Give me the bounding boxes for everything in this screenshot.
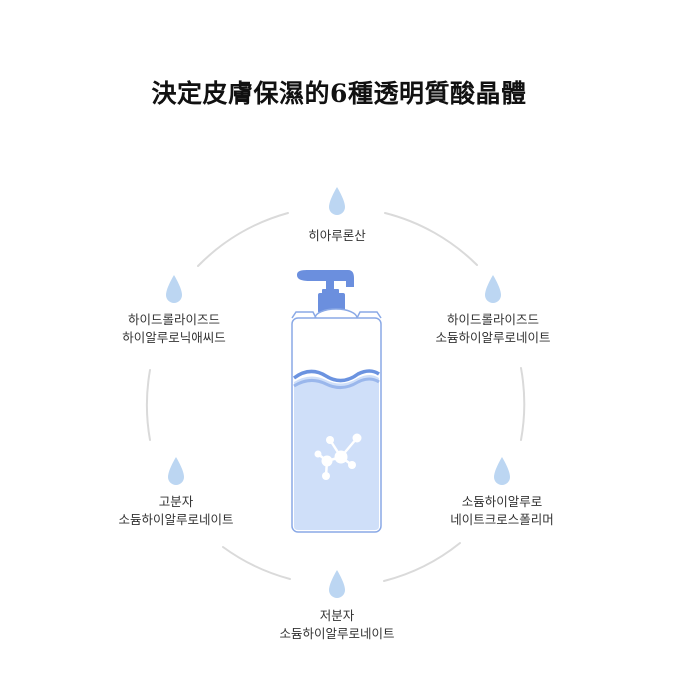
ingredient-label-sodium-hyaluronate-crosspolymer: 소듐하이알루로 네이트크로스폴리머 [450, 494, 554, 527]
water-drops [166, 187, 510, 598]
water-drop-icon [166, 275, 182, 303]
ingredient-label-hyaluronic-acid: 히아루론산 [308, 228, 366, 243]
ingredient-label-hydrolyzed-sodium-hyaluronate: 하이드롤라이즈드 소듐하이알루로네이트 [435, 312, 551, 345]
water-drop-icon [485, 275, 501, 303]
ring-arc-bottom-right [383, 542, 461, 582]
ingredient-label-high-molecular-sodium-hyaluronate: 고분자 소듐하이알루로네이트 [118, 494, 234, 527]
ring-arc-bottom-left [222, 546, 291, 580]
water-drop-icon [168, 457, 184, 485]
ingredient-label-low-molecular-sodium-hyaluronate: 저분자 소듐하이알루로네이트 [279, 608, 395, 641]
pump-bottle-icon [291, 270, 382, 533]
water-drop-icon [494, 457, 510, 485]
ring-arc-top-right [384, 212, 478, 266]
water-drop-icon [329, 570, 345, 598]
molecule-icon [314, 433, 362, 480]
page-title: 決定皮膚保濕的6種透明質酸晶體 [151, 79, 527, 108]
ingredient-label-hydrolyzed-hyaluronic-acid: 하이드롤라이즈드 하이알루로닉애씨드 [122, 312, 226, 345]
ring-arc-left [145, 369, 151, 441]
ring-arc-right [520, 367, 526, 441]
water-drop-icon [329, 187, 345, 215]
ring-arcs [145, 212, 526, 582]
ring-arc-top-left [197, 212, 289, 267]
